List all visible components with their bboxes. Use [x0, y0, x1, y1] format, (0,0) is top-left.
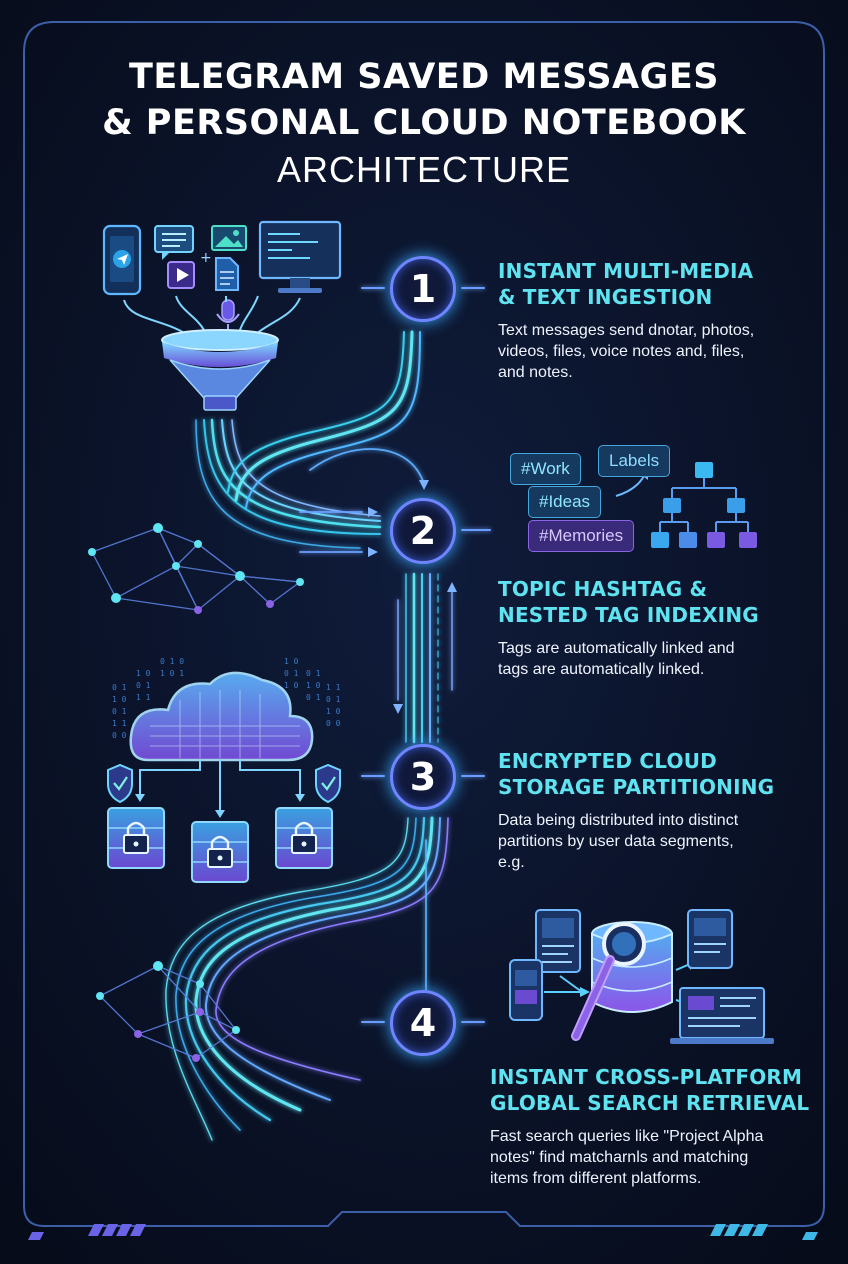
step-3-desc-line-3: e.g. [498, 854, 525, 871]
image-icon [211, 225, 247, 251]
svg-text:0 1 0: 0 1 0 [160, 657, 184, 666]
video-icon [167, 261, 195, 289]
smartphone-telegram-icon [102, 224, 142, 296]
flow-streams [165, 287, 491, 1141]
step-3-number: 3 [390, 744, 456, 810]
microphone-icon [216, 299, 240, 330]
step-3-desc-line-2: partitions by user data segments, [498, 833, 734, 850]
step-3-description: Data being distributed into distinct par… [498, 810, 798, 873]
svg-text:1 0: 1 0 [306, 681, 321, 690]
step-3-title-line-1: ENCRYPTED CLOUD [498, 749, 717, 773]
step-4-title-line-2: GLOBAL SEARCH RETRIEVAL [490, 1091, 810, 1115]
step-2-title-line-2: NESTED TAG INDEXING [498, 603, 759, 627]
step-3-desc-line-1: Data being distributed into distinct [498, 812, 739, 829]
step-2-description: Tags are automatically linked and tags a… [498, 638, 798, 680]
tag-ideas: #Ideas [528, 486, 602, 518]
svg-text:1 0: 1 0 [326, 707, 341, 716]
corner-stripes-right [710, 1224, 818, 1240]
svg-text:1 1: 1 1 [136, 693, 151, 702]
cloud-server-icon [129, 671, 314, 818]
svg-text:1 0: 1 0 [284, 657, 299, 666]
document-icon [215, 257, 239, 291]
step-1-text: INSTANT MULTI-MEDIA & TEXT INGESTION Tex… [498, 258, 798, 383]
svg-text:0 1: 0 1 [284, 669, 299, 678]
database-search-icon [571, 921, 673, 1041]
tablet-icon [535, 909, 581, 973]
tag-labels: Labels [598, 445, 671, 477]
svg-text:0 1: 0 1 [112, 707, 127, 716]
step-3-title-line-2: STORAGE PARTITIONING [498, 775, 775, 799]
shield-check-icon [107, 763, 341, 804]
title-line-1: TELEGRAM SAVED MESSAGES [129, 57, 719, 97]
binary-streams: 0 1 1 0 0 1 1 1 0 0 1 0 0 1 1 1 0 1 0 1 0 1 1 0… [112, 657, 341, 740]
tag-tree-icon [615, 462, 757, 548]
page-title: TELEGRAM SAVED MESSAGES & PERSONAL CLOUD… [0, 54, 848, 194]
outer-frame [23, 21, 825, 1227]
step-2-desc-line-2: tags are automatically linked. [498, 661, 705, 678]
step-1-desc-line-3: and notes. [498, 364, 573, 381]
svg-text:1 0: 1 0 [112, 695, 127, 704]
title-line-2: & PERSONAL CLOUD NOTEBOOK [102, 103, 746, 143]
svg-text:0 1: 0 1 [306, 669, 321, 678]
svg-text:0 0: 0 0 [112, 731, 127, 740]
step-3-text: ENCRYPTED CLOUD STORAGE PARTITIONING Dat… [498, 748, 798, 873]
step-4-text: INSTANT CROSS-PLATFORM GLOBAL SEARCH RET… [490, 1064, 810, 1189]
step-4-desc-line-1: Fast search queries like "Project Alpha [490, 1128, 764, 1145]
svg-text:1 0: 1 0 [284, 681, 299, 690]
step-1-title-line-1: INSTANT MULTI-MEDIA [498, 259, 754, 283]
title-line-3: ARCHITECTURE [276, 149, 571, 190]
desktop-monitor-icon [258, 220, 342, 293]
step-2-title-line-1: TOPIC HASHTAG & [498, 577, 708, 601]
svg-text:+: + [200, 250, 212, 266]
laptop-icon [670, 987, 774, 1044]
step-1-number: 1 [390, 256, 456, 322]
corner-stripes-left [28, 1224, 146, 1240]
step-1-desc-line-2: videos, files, voice notes and, files, [498, 343, 745, 360]
step-4-title-line-1: INSTANT CROSS-PLATFORM [490, 1065, 803, 1089]
tablet-icon-right [687, 909, 733, 969]
network-graph-icon-lower [96, 961, 240, 1062]
svg-text:1 0 1: 1 0 1 [160, 669, 184, 678]
step-1-desc-line-1: Text messages send dnotar, photos, [498, 322, 755, 339]
step-4-description: Fast search queries like "Project Alpha … [490, 1126, 810, 1189]
network-graph-icon [88, 523, 304, 614]
step-2-desc-line-1: Tags are automatically linked and [498, 640, 735, 657]
svg-text:0 0: 0 0 [326, 719, 341, 728]
svg-text:0 1: 0 1 [326, 695, 341, 704]
arrowheads [368, 480, 457, 714]
svg-text:0 1: 0 1 [136, 681, 151, 690]
lock-drive-icon [107, 807, 333, 883]
smartphone-icon [509, 959, 543, 1021]
tag-memories: #Memories [528, 520, 635, 552]
tag-work: #Work [510, 453, 581, 485]
step-4-number: 4 [390, 990, 456, 1056]
funnel-icon [161, 329, 279, 411]
svg-text:1 1: 1 1 [112, 719, 127, 728]
step-1-title-line-2: & TEXT INGESTION [498, 285, 713, 309]
step-2-text: TOPIC HASHTAG & NESTED TAG INDEXING Tags… [498, 576, 798, 680]
svg-text:0 1: 0 1 [306, 693, 321, 702]
funnel-input-arrows [123, 295, 301, 335]
step-1-description: Text messages send dnotar, photos, video… [498, 320, 798, 383]
step-2-number: 2 [390, 498, 456, 564]
chat-bubble-icon [154, 225, 194, 260]
step-4-desc-line-3: items from different platforms. [490, 1170, 702, 1187]
svg-text:0 1: 0 1 [112, 683, 127, 692]
svg-text:1 0: 1 0 [136, 669, 151, 678]
step-4-desc-line-2: notes" find matcharnls and matching [490, 1149, 749, 1166]
svg-text:1 1: 1 1 [326, 683, 341, 692]
